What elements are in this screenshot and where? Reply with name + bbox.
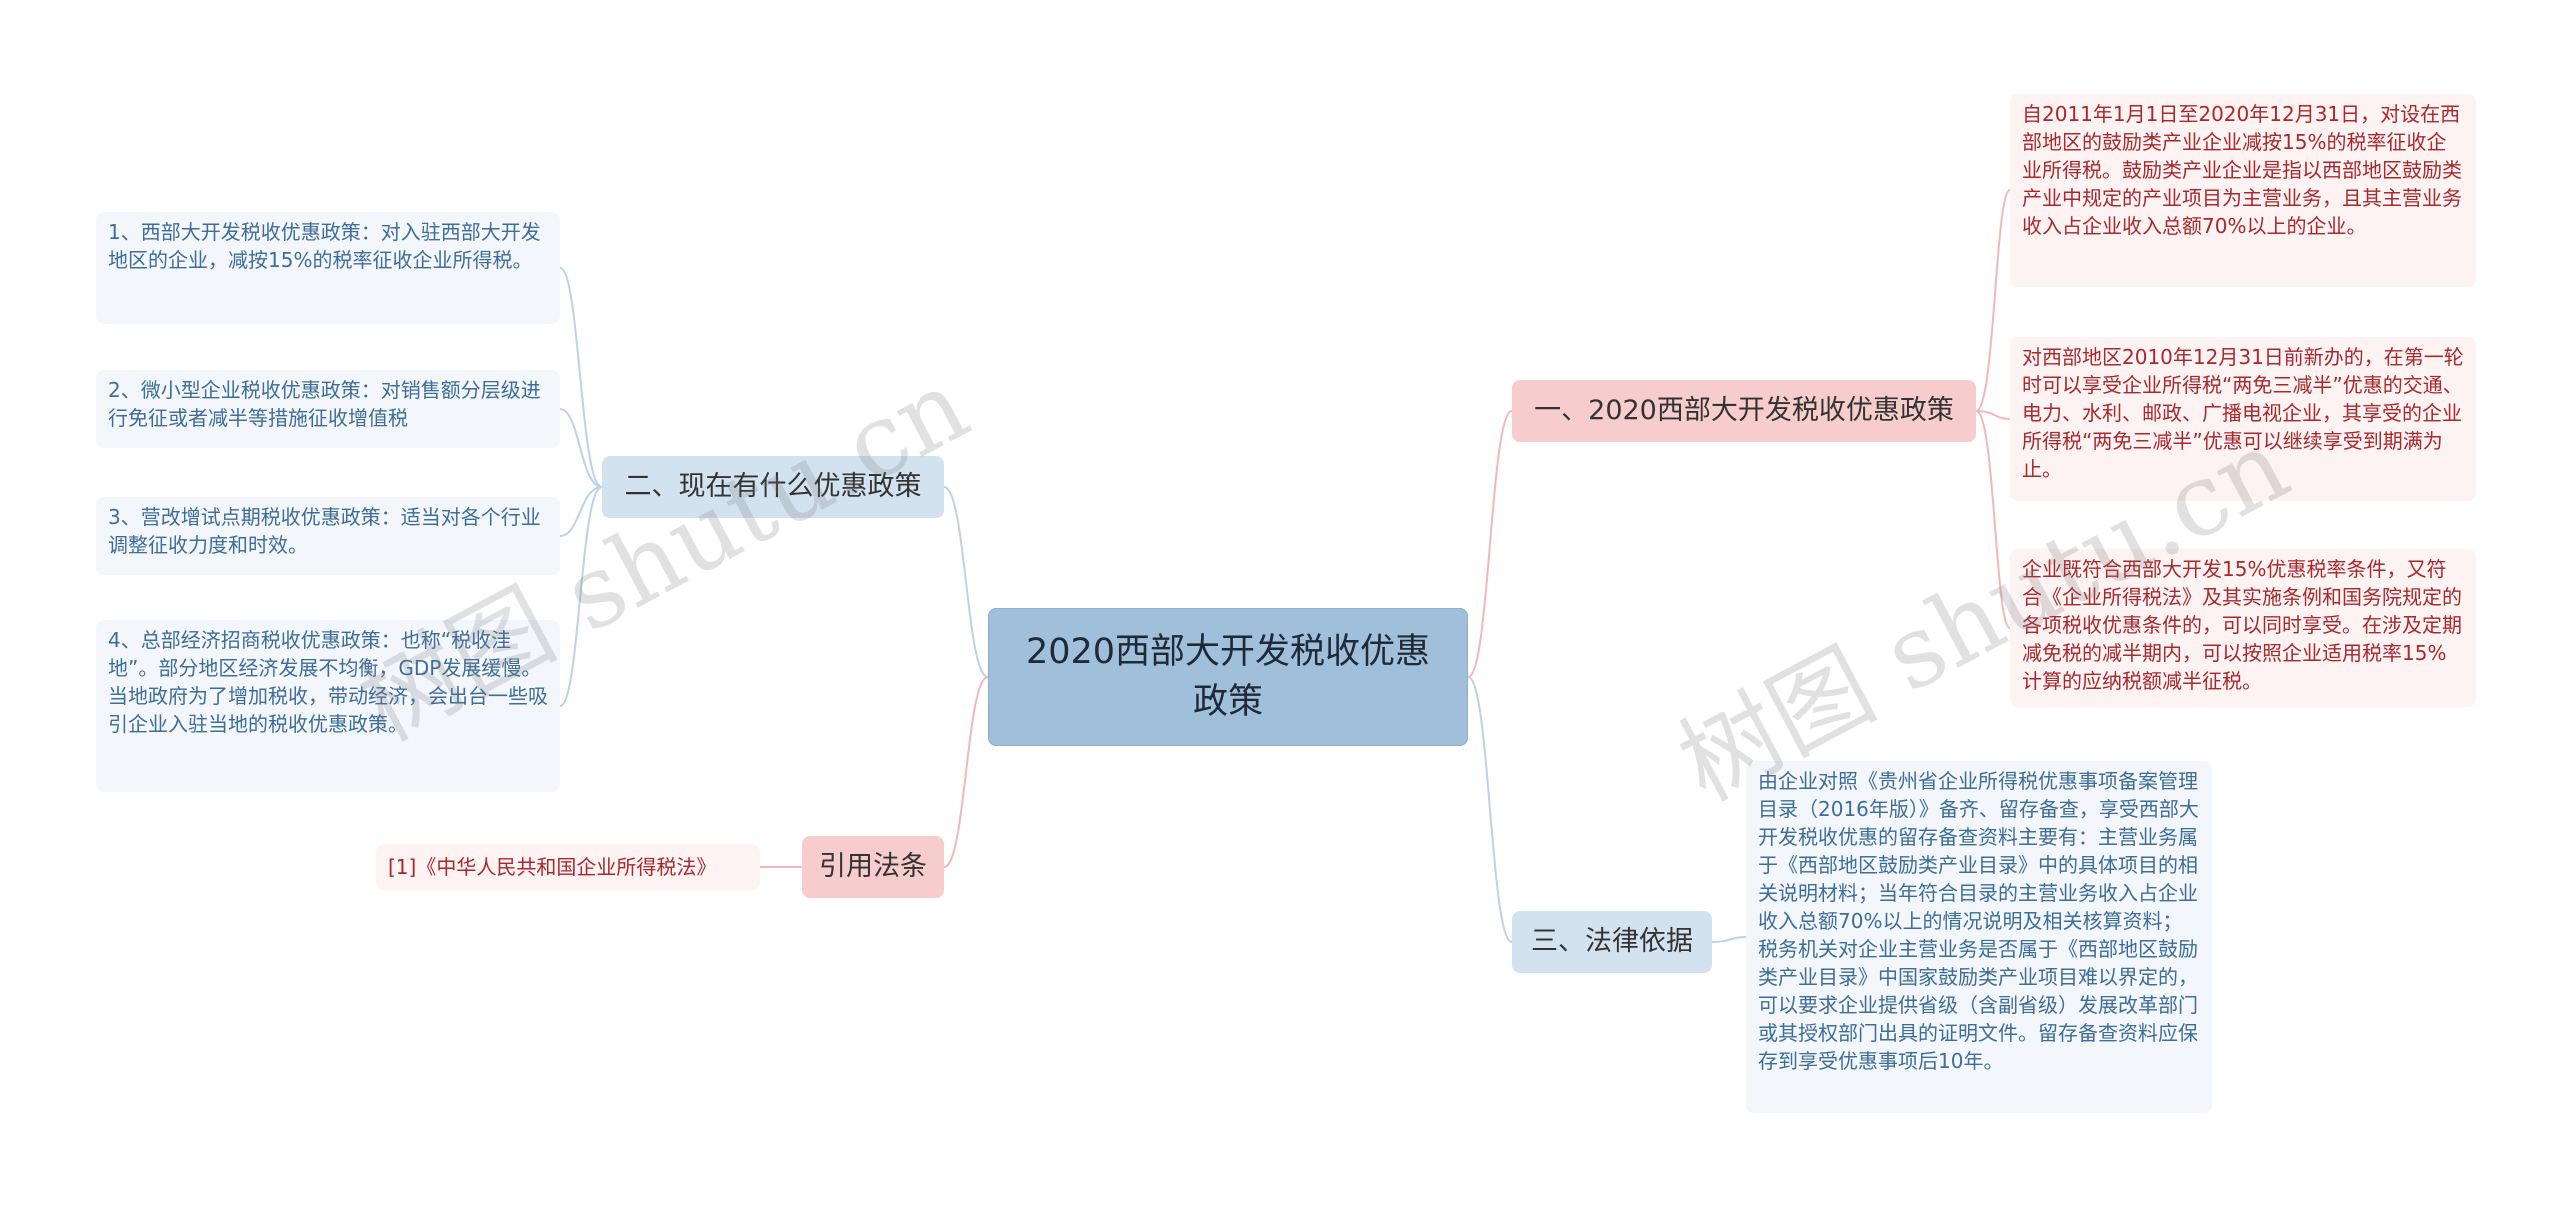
policy-2020-item-2[interactable]: 对西部地区2010年12月31日前新办的，在第一轮时可以享受企业所得税“两免三减… [2010,337,2476,501]
connector-policy-item-1 [1975,189,2011,412]
connector-policy-item-2 [1975,410,2011,420]
connector-root-to-current [943,486,989,678]
branch-citations-label: 引用法条 [819,851,927,882]
connector-root-to-legal [1467,676,1513,943]
branch-citations[interactable]: 引用法条 [802,836,944,898]
citation-item-1[interactable]: [1]《中华人民共和国企业所得税法》 [376,844,760,890]
connector-legal-item-1 [1711,936,1747,943]
branch-current-policies-label: 二、现在有什么优惠政策 [624,471,922,502]
root-title: 2020西部大开发税收优惠政策 [1025,632,1431,722]
current-policy-item-4[interactable]: 4、总部经济招商税收优惠政策：也称“税收洼地”。部分地区经济发展不均衡，GDP发… [96,620,560,792]
root-topic[interactable]: 2020西部大开发税收优惠政策 [988,608,1468,746]
connector-current-item-2 [559,408,603,488]
connector-current-item-3 [559,486,603,537]
branch-policy-2020[interactable]: 一、2020西部大开发税收优惠政策 [1512,380,1976,442]
connector-root-to-citations [943,676,989,868]
branch-legal-basis[interactable]: 三、法律依据 [1512,911,1712,973]
connector-current-item-1 [559,267,603,488]
current-policy-item-3[interactable]: 3、营改增试点期税收优惠政策：适当对各个行业调整征收力度和时效。 [96,497,560,575]
policy-2020-item-1[interactable]: 自2011年1月1日至2020年12月31日，对设在西部地区的鼓励类产业企业减按… [2010,94,2476,287]
legal-basis-item-1[interactable]: 由企业对照《贵州省企业所得税优惠事项备案管理目录（2016年版）》备齐、留存备查… [1746,761,2212,1113]
branch-legal-basis-label: 三、法律依据 [1531,926,1693,957]
branch-policy-2020-label: 一、2020西部大开发税收优惠政策 [1534,395,1954,426]
policy-2020-item-3[interactable]: 企业既符合西部大开发15%优惠税率条件，又符合《企业所得税法》及其实施条例和国务… [2010,549,2476,707]
branch-current-policies[interactable]: 二、现在有什么优惠政策 [602,456,944,518]
connector-current-item-4 [559,486,603,707]
current-policy-item-2[interactable]: 2、微小型企业税收优惠政策：对销售额分层级进行免征或者减半等措施征收增值税 [96,370,560,448]
connector-policy-item-3 [1975,410,2011,629]
current-policy-item-1[interactable]: 1、西部大开发税收优惠政策：对入驻西部大开发地区的企业，减按15%的税率征收企业… [96,212,560,324]
connector-root-to-policy [1467,410,1513,678]
